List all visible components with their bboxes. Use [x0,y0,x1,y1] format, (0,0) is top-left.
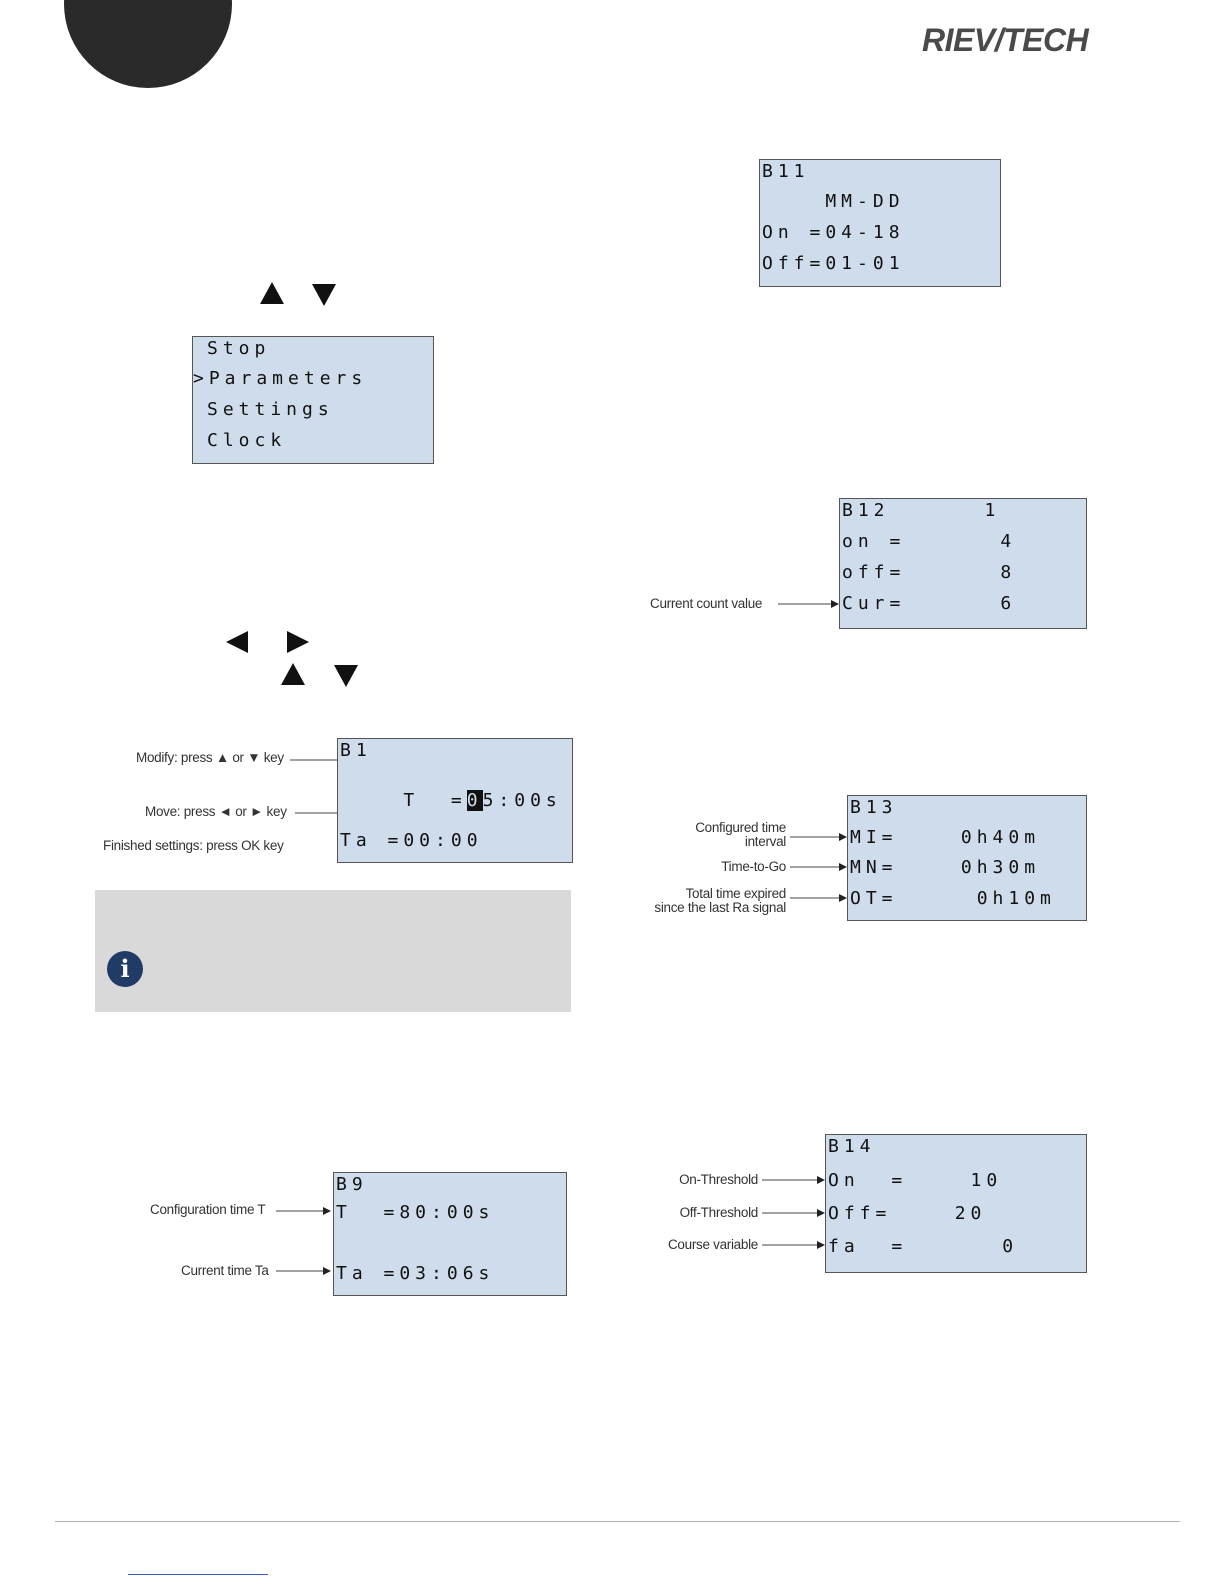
b13-mn-row: MN= 0h30m [850,857,1041,878]
configured-label: Configured time interval [650,821,786,849]
modify-label: Modify: press ▲ or ▼ key [136,750,284,765]
footer-rule [55,1521,1180,1522]
down-triangle-icon [312,284,336,306]
b13-lcd: B13 MI= 0h40m MN= 0h30m OT= 0h10m [847,795,1087,921]
b14-on-row: On = 10 [828,1170,1003,1191]
menu-item-settings: Settings [207,399,334,420]
footer-link-underline[interactable] [128,1574,268,1575]
course-variable-label: Course variable [667,1237,758,1252]
up-triangle-icon [281,663,305,685]
b1-ta-row: Ta =00:00 [340,830,483,851]
b9-ta-row: Ta =03:06s [336,1263,495,1284]
b14-lcd: B14 On = 10 Off= 20 fa = 0 [825,1134,1087,1273]
b13-ot-row: OT= 0h10m [850,888,1056,909]
up-triangle-icon [260,282,284,304]
b11-lcd: B11 MM-DD On =04-18 Off=01-01 [759,159,1001,287]
b11-title: B11 [762,161,810,182]
menu-item-parameters: >Parameters [193,368,368,389]
finished-label: Finished settings: press OK key [103,838,284,853]
right-triangle-icon [287,631,309,653]
menu-item-clock: Clock [207,430,287,451]
b1-title: B1 [340,740,372,761]
edit-cursor: 0 [466,790,483,811]
b1-lcd: B1 T =05:00s Ta =00:00 [337,738,573,863]
off-threshold-label: Off-Threshold [679,1205,759,1220]
configured-label-line2: interval [744,834,786,849]
company-logo: RIEV/TECH [922,22,1089,58]
time-to-go-label: Time-to-Go [721,859,786,874]
b12-lcd: B12 1 on = 4 off= 8 Cur= 6 [839,498,1087,629]
expired-label-line2: since the last Ra signal [654,900,786,915]
b1-t-prefix: T = [403,790,467,811]
move-label: Move: press ◄ or ► key [145,804,287,819]
expired-label-line1: Total time expired [685,886,787,901]
config-time-label: Configuration time T [150,1202,266,1217]
b12-title: B12 1 [842,500,1001,521]
b9-title: B9 [336,1174,368,1195]
b11-off-row: Off=01-01 [762,253,905,274]
configured-label-line1: Configured time [695,820,786,835]
b9-lcd: B9 T =80:00s Ta =03:06s [333,1172,567,1296]
down-triangle-icon [334,665,358,687]
b13-mi-row: MI= 0h40m [850,827,1041,848]
b11-header: MM-DD [762,191,905,212]
left-triangle-icon [226,631,248,653]
b1-t-rest: 5:00s [482,790,562,811]
b14-fa-row: fa = 0 [828,1236,1019,1257]
b13-title: B13 [850,797,898,818]
current-time-label: Current time Ta [181,1263,269,1278]
b1-t-row: T =05:00s [340,771,562,831]
on-threshold-label: On-Threshold [679,1172,758,1187]
b14-off-row: Off= 20 [828,1203,987,1224]
b9-t-row: T =80:00s [336,1202,495,1223]
info-icon: i [107,951,143,987]
b12-on-row: on = 4 [842,531,1017,552]
b14-title: B14 [828,1136,876,1157]
expired-label: Total time expired since the last Ra sig… [630,887,786,915]
menu-lcd: Stop >Parameters Settings Clock [192,336,434,464]
current-count-label: Current count value [650,596,763,611]
b11-on-row: On =04-18 [762,222,905,243]
menu-item-stop: Stop [207,338,271,359]
b12-off-row: off= 8 [842,562,1017,583]
b12-cur-row: Cur= 6 [842,593,1017,614]
note-box [95,890,571,1012]
